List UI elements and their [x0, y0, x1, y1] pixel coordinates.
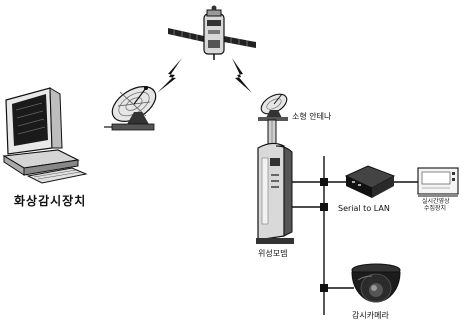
lightning-icon	[232, 58, 252, 93]
converter-label: Serial to LAN	[338, 204, 390, 213]
camera-label: 감시카메라	[352, 311, 389, 320]
small-antenna-label: 소형 안테나	[292, 112, 332, 121]
antenna-cable	[267, 119, 277, 145]
monitor-label: 화상감시장치	[14, 194, 87, 208]
dish-antenna-icon	[258, 93, 288, 121]
dish-antenna-icon	[104, 86, 157, 131]
network-converter-icon	[344, 165, 396, 198]
computer-monitor-icon	[2, 87, 88, 184]
dome-camera-icon	[351, 263, 401, 303]
satellite-modem-icon	[256, 142, 294, 244]
device-label-line1: 실시간영상	[422, 198, 450, 205]
data-device-icon	[417, 167, 459, 197]
modem-label: 위성모뎀	[258, 249, 288, 258]
satellite-icon	[168, 5, 256, 60]
lightning-icon	[157, 58, 182, 93]
network-links	[292, 156, 418, 315]
device-label-line2: 수집장치	[424, 205, 447, 212]
